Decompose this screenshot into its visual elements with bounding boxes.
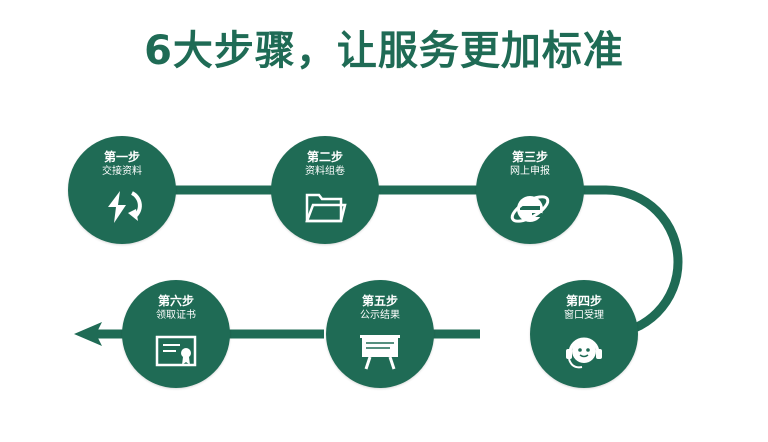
folder-icon [305,193,347,223]
presentation-board-icon [360,335,400,370]
step-1: 第一步 交接资料 [68,136,176,244]
step-2-label: 资料组卷 [305,166,345,177]
headset-agent-icon [566,337,602,369]
step-1-number: 第一步 [103,150,140,164]
step-6: 第六步 领取证书 [122,280,230,388]
step-2: 第二步 资料组卷 [271,136,379,244]
step-6-number: 第六步 [157,294,194,308]
step-3: 第三步 网上申报 [476,136,584,244]
step-1-label: 交接资料 [102,166,142,177]
step-5-number: 第五步 [361,294,398,308]
exchange-arrows-icon [108,191,142,223]
step-4-number: 第四步 [565,294,602,308]
step-6-label: 领取证书 [156,310,196,321]
step-3-number: 第三步 [511,150,548,164]
certificate-icon [155,335,197,367]
internet-explorer-icon [510,195,550,223]
step-3-label: 网上申报 [510,166,550,177]
step-2-number: 第二步 [306,150,343,164]
step-5-label: 公示结果 [360,310,400,321]
page-title: 6大步骤，让服务更加标准 [144,28,624,74]
step-4: 第四步 窗口受理 [530,280,638,388]
end-arrow-icon [74,322,102,346]
step-4-label: 窗口受理 [564,310,604,321]
step-5: 第五步 公示结果 [326,280,434,388]
